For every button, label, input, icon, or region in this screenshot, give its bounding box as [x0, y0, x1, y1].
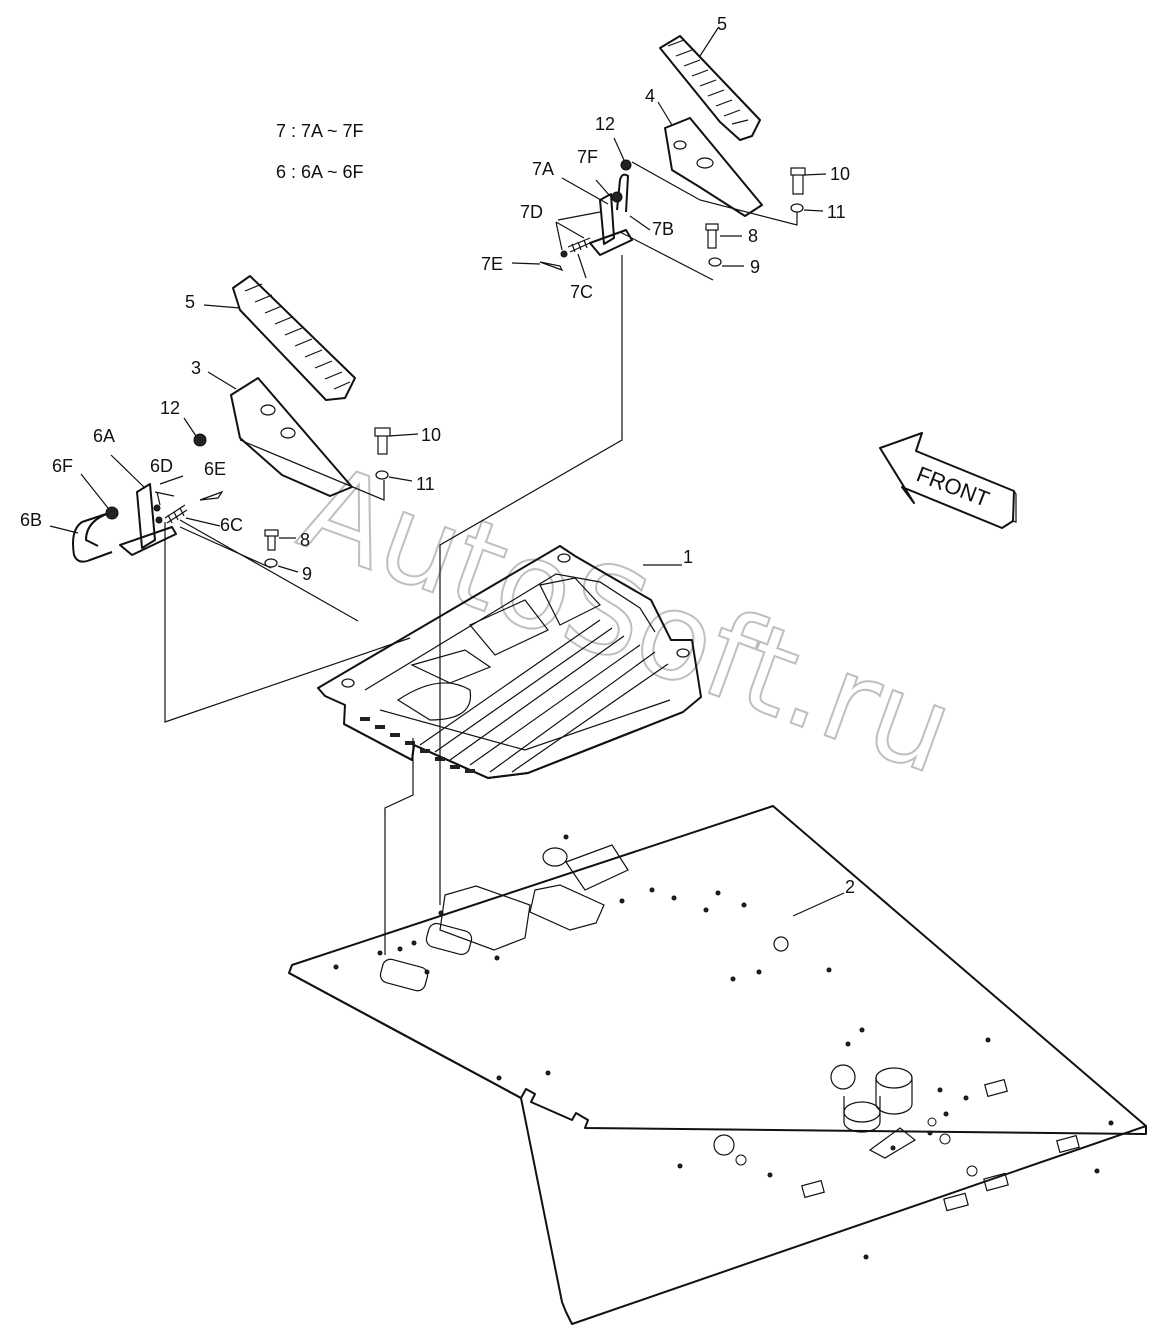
floor-plate	[288, 805, 1147, 1325]
label-part-7b: 7B	[652, 219, 674, 239]
label-part-7d: 7D	[520, 202, 543, 222]
label-part-6c: 6C	[220, 515, 243, 535]
label-part-7e: 7E	[481, 254, 503, 274]
label-part-12-left: 12	[160, 398, 180, 418]
label-part-10-right: 10	[830, 164, 850, 184]
label-part-2: 2	[845, 877, 855, 897]
label-part-4: 4	[645, 86, 655, 106]
label-part-9-right: 9	[750, 257, 760, 277]
front-arrow-icon: FRONT	[879, 432, 1017, 529]
label-part-7a: 7A	[532, 159, 554, 179]
front-label: FRONT	[913, 461, 993, 511]
assembly-lines	[164, 161, 798, 955]
left-pedal-assembly	[72, 275, 391, 568]
label-part-1: 1	[683, 547, 693, 567]
note-group-7: 7 : 7A ~ 7F	[276, 121, 364, 141]
label-part-9-left: 9	[302, 564, 312, 584]
label-part-10-left: 10	[421, 425, 441, 445]
label-part-6e: 6E	[204, 459, 226, 479]
label-part-6f: 6F	[52, 456, 73, 476]
floor-mat	[317, 545, 702, 779]
part-labels: 1 2 3 4 5 5 6A 6B 6C 6D 6E 6F 7A 7B 7C 7…	[20, 14, 855, 917]
label-part-6d: 6D	[150, 456, 173, 476]
label-part-7c: 7C	[570, 282, 593, 302]
label-part-3: 3	[191, 358, 201, 378]
label-part-6b: 6B	[20, 510, 42, 530]
label-part-5-left: 5	[185, 292, 195, 312]
label-part-8-left: 8	[300, 530, 310, 550]
label-part-5-top: 5	[717, 14, 727, 34]
label-part-11-left: 11	[416, 474, 435, 494]
label-part-7f: 7F	[577, 147, 598, 167]
note-group-6: 6 : 6A ~ 6F	[276, 162, 364, 182]
label-part-8-right: 8	[748, 226, 758, 246]
right-pedal-assembly	[539, 35, 806, 272]
label-part-6a: 6A	[93, 426, 115, 446]
label-part-11-right: 11	[827, 202, 846, 222]
label-part-12-right: 12	[595, 114, 615, 134]
